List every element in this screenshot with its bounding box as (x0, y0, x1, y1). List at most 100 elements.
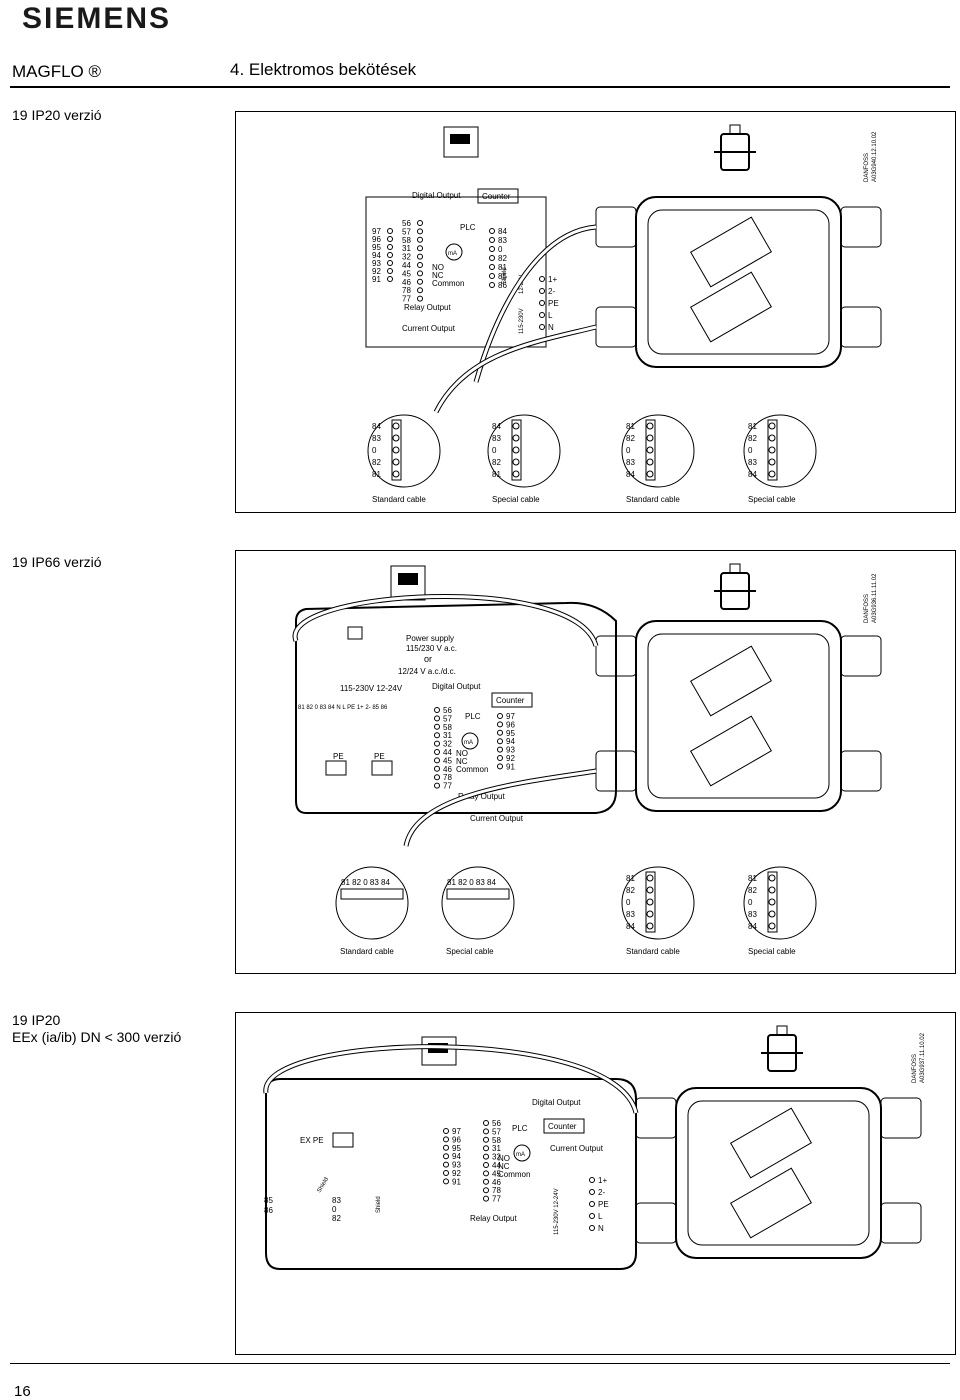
terminal-screw (434, 757, 440, 764)
terminal-label: 2- (548, 287, 555, 296)
terminal-label: 0 (748, 446, 753, 455)
terminal-screw (434, 707, 440, 713)
terminal-screw (497, 755, 503, 761)
terminal-label: 58 (443, 723, 452, 732)
terminal-label: 96 (452, 1135, 461, 1144)
terminal-screw (483, 1162, 489, 1168)
svg-text:12-24V: 12-24V (519, 275, 525, 294)
terminal-label: 44 (402, 261, 411, 270)
terminal-screw (417, 287, 423, 294)
terminal-screw (387, 268, 393, 274)
terminal-label: 81 (626, 422, 635, 431)
terminal-label: 0 (626, 446, 631, 455)
terminal-screw (539, 324, 545, 330)
svg-text:Power supply: Power supply (406, 634, 454, 643)
terminal-label: 56 (402, 219, 411, 228)
terminal-screw (483, 1195, 489, 1202)
terminal-label: 84 (372, 422, 381, 431)
cable-type-label: Standard cable (626, 495, 680, 504)
svg-text:115-230V: 115-230V (519, 308, 525, 334)
terminal-label: 83 (748, 910, 757, 919)
terminal-screw (483, 1153, 489, 1160)
terminal-label: 92 (452, 1169, 461, 1178)
transmitter-housing (265, 1078, 637, 1270)
drawing-stamp-number: A03G936.11.11.02 (872, 573, 878, 623)
svg-text:NO: NO (456, 749, 468, 758)
terminal-screw (483, 1187, 489, 1194)
terminal-screw (434, 732, 440, 739)
terminal-label: 96 (506, 720, 515, 729)
terminal-label: 82 (492, 458, 501, 467)
terminal-screw (417, 295, 423, 302)
terminal-label: L (548, 311, 553, 320)
terminal-label: 92 (506, 754, 515, 763)
svg-text:Digital Output: Digital Output (432, 682, 481, 691)
terminal-label: 44 (443, 748, 452, 757)
terminal-screw (589, 1225, 595, 1231)
cable-type-label: Standard cable (372, 495, 426, 504)
terminal-screw (443, 1128, 449, 1134)
terminal-screw (443, 1136, 449, 1143)
terminal-screw (539, 288, 545, 294)
terminal-screw (434, 749, 440, 755)
terminal-screw (417, 262, 423, 268)
terminal-screw (489, 228, 495, 234)
svg-text:Digital Output: Digital Output (532, 1098, 581, 1107)
svg-text:Current Output: Current Output (470, 814, 524, 823)
svg-text:85: 85 (264, 1196, 273, 1205)
sensor-junction-box (595, 196, 882, 368)
terminal-screw (387, 252, 393, 258)
terminal-label: 44 (492, 1161, 501, 1170)
terminal-label: 77 (492, 1195, 501, 1204)
terminal-screw (387, 236, 393, 242)
terminal-screw (497, 713, 503, 719)
terminal-label: 2- (598, 1188, 605, 1197)
drawing-stamp: DANFOSS (864, 594, 870, 623)
transmitter-icon (421, 1036, 457, 1066)
terminal-label: 82 (748, 886, 757, 895)
terminal-label: 95 (506, 729, 515, 738)
terminal-label: 83 (748, 458, 757, 467)
flow-sensor-icon (761, 1025, 803, 1072)
terminal-screw (489, 255, 495, 261)
terminal-screw (483, 1178, 489, 1185)
svg-text:NC: NC (432, 271, 444, 280)
terminal-label: 97 (372, 227, 381, 236)
terminal-label: 45 (492, 1169, 501, 1178)
cable-type-label: Special cable (748, 947, 796, 956)
cable-type-label: Special cable (446, 947, 494, 956)
terminal-row: 81 82 0 83 84 (341, 878, 390, 887)
terminal-screw (483, 1128, 489, 1135)
terminal-label: 1+ (598, 1176, 607, 1185)
svg-text:NC: NC (498, 1162, 510, 1171)
terminal-label: 94 (372, 251, 381, 260)
terminal-label: 84 (492, 422, 501, 431)
terminal-label: 83 (492, 434, 501, 443)
terminal-label: 94 (506, 737, 515, 746)
terminal-label: 31 (443, 731, 452, 740)
svg-text:mA: mA (464, 740, 473, 746)
terminal-screw (434, 723, 440, 730)
milliamp-meter-icon (445, 243, 463, 261)
terminal-label: 45 (402, 269, 411, 278)
terminal-label: 84 (626, 922, 635, 931)
terminal-label: 1+ (548, 275, 557, 284)
svg-text:Relay Output: Relay Output (470, 1214, 517, 1223)
drawing-stamp-number: A03G937.11.10.02 (920, 1032, 926, 1083)
terminal-label: N (548, 323, 554, 332)
wiring-diagram-ip20: DANFOSS A03G940.12.10.02 Digital Output … (235, 111, 956, 513)
terminal-label: 97 (452, 1127, 461, 1136)
terminal-label: 84 (626, 470, 635, 479)
svg-text:or: or (424, 654, 432, 664)
terminal-label: 0 (626, 898, 631, 907)
terminal-screw (443, 1170, 449, 1176)
terminal-label: 46 (402, 278, 411, 287)
svg-text:82: 82 (332, 1214, 341, 1223)
terminal-label: 56 (443, 706, 452, 715)
